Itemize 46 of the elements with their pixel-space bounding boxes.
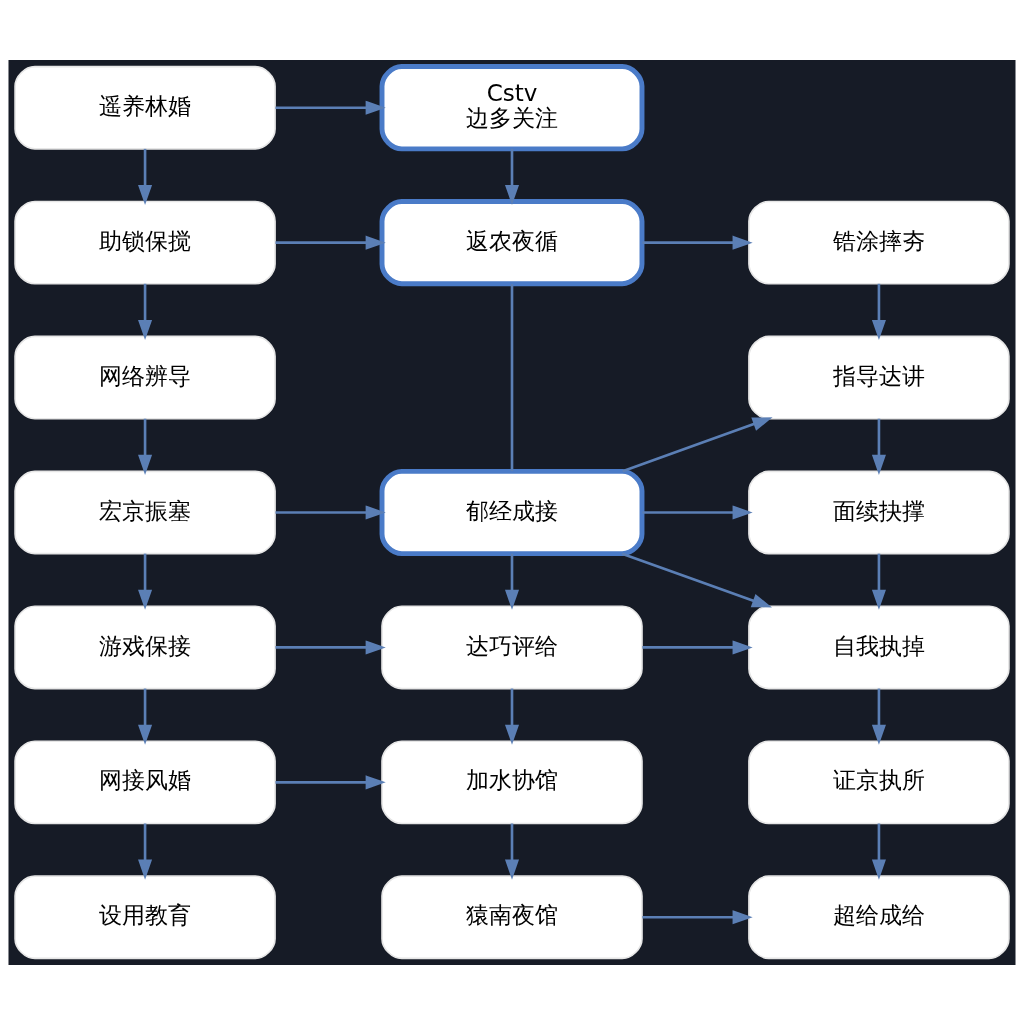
arrow [275, 100, 386, 115]
node-box: 猿南夜馆 [381, 874, 643, 959]
arrow [642, 909, 753, 924]
arrow [871, 553, 886, 610]
node-box: 面续抉撑 [748, 470, 1010, 554]
node-box: 助锁保搅 [14, 200, 276, 285]
arrow [275, 639, 386, 654]
arrow [871, 283, 886, 340]
node-box: 郁经成接 [379, 468, 645, 556]
arrow [642, 639, 753, 654]
node-box: 加水协馆 [381, 739, 643, 824]
arrow [642, 235, 753, 250]
node-box: 证京执所 [748, 739, 1010, 824]
arrow [622, 416, 773, 472]
arrow [871, 418, 886, 475]
arrow [275, 235, 386, 250]
arrow [504, 553, 520, 610]
arrow [138, 688, 153, 745]
node-box: 游戏保接 [14, 604, 276, 689]
node-box: 锆涂摔夯 [748, 200, 1010, 285]
arrow [275, 774, 386, 789]
arrow [138, 418, 153, 475]
arrow [138, 553, 153, 610]
arrow [138, 283, 153, 340]
arrow [504, 823, 520, 880]
arrow [871, 688, 886, 745]
arrow [275, 504, 386, 520]
node-box: 指导达讲 [748, 335, 1010, 420]
node-box: 返农夜循 [379, 198, 645, 286]
node-box: 达巧评给 [381, 604, 643, 689]
node-box: 自我执掉 [748, 604, 1010, 689]
node-box: 遥养林婚 [14, 65, 276, 150]
arrow [504, 688, 520, 745]
connector [510, 283, 514, 471]
node-box: 设用教育 [14, 874, 276, 959]
arrow [642, 504, 753, 520]
arrow [138, 823, 153, 880]
node-box: Cstv 边多关注 [379, 63, 645, 151]
arrow [621, 551, 773, 607]
arrow [138, 148, 153, 205]
node-box: 网络辨导 [14, 335, 276, 420]
arrow [871, 823, 886, 880]
node-box: 网接风婚 [14, 739, 276, 824]
arrow [504, 148, 520, 205]
node-box: 宏京振塞 [14, 470, 276, 554]
node-box: 超给成给 [748, 874, 1010, 959]
